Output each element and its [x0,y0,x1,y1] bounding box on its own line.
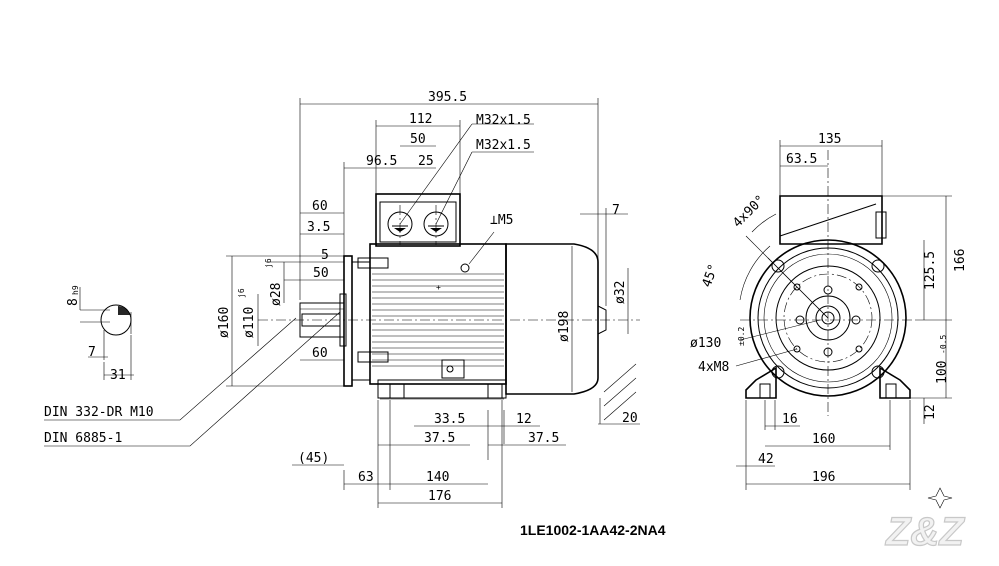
watermark-logo: Z&Z [885,510,965,554]
end-view-dimensions: 135 63.5 166 125.5 100 -0.5 12 ø130 ±0.2… [690,132,968,490]
earth-label: ⊥M5 [490,213,513,228]
motor-side-view: ⊥M5 + [258,123,640,425]
dim-shaft-height: 100 [935,361,950,384]
dim-shaft-height-tol: -0.5 [939,335,948,354]
shaft-key-width-label: 8 [66,298,81,306]
dim-total-length: 395.5 [428,90,467,105]
dim-angle-offset: 45° [700,262,722,289]
dim-cable-gland-1: M32x1.5 [476,113,531,128]
cooling-fins [372,273,504,367]
note-din-center: DIN 332-DR M10 [44,405,154,420]
dim-height-center: 125.5 [923,251,938,290]
dim-gland-pitch: 25 [418,154,434,169]
dim-key-offset: 5 [321,248,329,263]
dim-pitch-circle-tol: ±0.2 [737,327,746,346]
dim-foot-edge: 42 [758,452,774,467]
dim-spigot-dia-tol: j6 [237,288,246,298]
dim-shaft-length-lower: 60 [312,346,328,361]
dim-foot-distance: 140 [426,470,449,485]
dim-height-box: 166 [953,249,968,272]
dim-fan-cover-gap: 7 [612,203,620,218]
shaft-key-depth-label: 7 [88,345,96,360]
dim-foot-width: 196 [812,470,835,485]
dim-shoulder: 3.5 [307,220,330,235]
dim-flange-dia: ø160 [217,307,232,338]
dim-overall-width: 135 [818,132,841,147]
dim-shaft-to-foot: 63 [358,470,374,485]
dim-hole-right: 37.5 [528,431,559,446]
dim-fan-cover-dia: ø32 [613,281,628,304]
dim-shaft-length: 60 [312,199,328,214]
note-din-key: DIN 6885-1 [44,431,122,446]
dim-foot-offset: 33.5 [434,412,465,427]
shaft-cross-section: 8 h9 7 31 [66,285,134,383]
notes: DIN 332-DR M10 DIN 6885-1 [44,311,341,447]
dim-base-height: 20 [622,411,638,426]
svg-text:+: + [436,283,441,292]
dim-frame-dia: ø198 [557,311,572,342]
dim-box-offset: 96.5 [366,154,397,169]
dim-foot-spacing: 160 [812,432,835,447]
shaft-height-label: 31 [110,368,126,383]
dim-flange-ref: (45) [298,451,329,466]
dim-shaft-dia: ø28 [269,283,284,306]
dim-shaft-dia-tol: j6 [264,258,273,268]
dim-foot-thickness: 12 [516,412,532,427]
motor-end-view: 45° 4x90° [700,150,916,416]
dim-terminal-box: 112 [409,112,432,127]
dim-hole-left: 37.5 [424,431,455,446]
dim-cable-gland-2: M32x1.5 [476,138,531,153]
dim-foot-overall: 176 [428,489,451,504]
dim-spigot-dia: ø110 [242,307,257,338]
dim-foot-thickness-end: 12 [923,404,938,420]
shaft-key-width-tol-label: h9 [71,285,80,295]
dim-gland-spacing: 50 [410,132,426,147]
dim-tapped-holes: 4xM8 [698,360,729,375]
drawing-title: 1LE1002-1AA42-2NA4 [520,522,666,538]
dim-box-center: 63.5 [786,152,817,167]
dim-key-length: 50 [313,266,329,281]
dim-angle-bolts: 4x90° [730,193,768,231]
side-view-dimensions: 395.5 112 M32x1.5 M32x1.5 50 96.5 25 60 … [217,90,638,508]
dim-pitch-circle: ø130 [690,336,721,351]
dim-foot-hole: 16 [782,412,798,427]
